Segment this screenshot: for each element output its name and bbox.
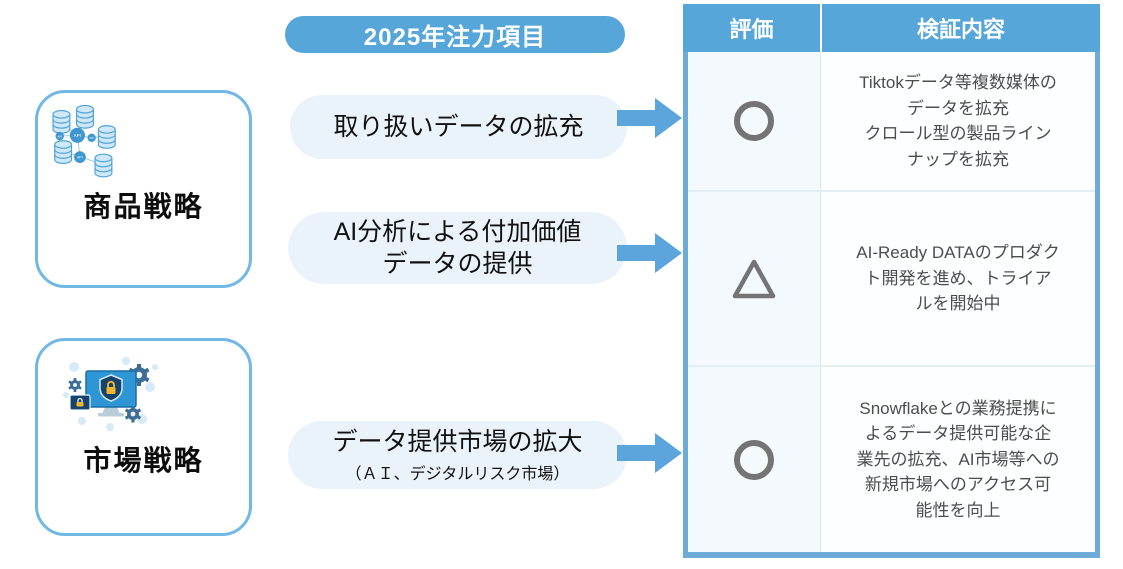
item-sublabel: （ＡＩ、デジタルリスク市場）: [345, 465, 570, 483]
right-arrow-icon: [617, 233, 682, 273]
table-row: Tiktokデータ等複数媒体の データを拡充 クロール型の製品ライン ナップを拡…: [688, 52, 1095, 190]
table-row: AI-Ready DATAのプロダク ト開発を進め、トライア ルを開始中: [688, 190, 1095, 365]
title-pill: 2025年注力項目: [285, 16, 625, 53]
circle-rating-icon: [734, 101, 774, 141]
evaluation-table: 評価 検証内容 Tiktokデータ等複数媒体の データを拡充 クロール型の製品ラ…: [683, 4, 1100, 558]
shield-lock-icon: [99, 374, 123, 402]
table-header-row: 評価 検証内容: [683, 4, 1100, 52]
rating-cell: [688, 52, 820, 190]
item-pill-market-expansion: データ提供市場の拡大 （ＡＩ、デジタルリスク市場）: [288, 421, 627, 489]
content-cell: AI-Ready DATAのプロダク ト開発を進め、トライア ルを開始中: [820, 192, 1095, 365]
item-pill-data-expansion: 取り扱いデータの拡充: [290, 95, 627, 159]
triangle-rating-icon: [732, 259, 776, 298]
rating-cell: [688, 192, 820, 365]
header-rating: 評価: [683, 4, 822, 52]
market-strategy-box: 市場戦略: [35, 338, 252, 536]
rating-cell: [688, 367, 820, 552]
svg-text:API: API: [89, 136, 94, 140]
content-cell: Tiktokデータ等複数媒体の データを拡充 クロール型の製品ライン ナップを拡…: [820, 52, 1095, 190]
title-pill-label: 2025年注力項目: [363, 24, 547, 51]
product-strategy-label: 商品戦略: [83, 191, 204, 222]
item-label: AI分析による付加価値 データの提供: [333, 217, 582, 279]
product-strategy-box: API API API API 商品戦略: [35, 90, 252, 288]
item-label: 取り扱いデータの拡充: [333, 112, 584, 141]
circle-rating-icon: [734, 439, 774, 480]
header-content: 検証内容: [916, 17, 1005, 42]
small-device-shape: [69, 394, 91, 411]
svg-text:API: API: [74, 133, 81, 138]
table-row: Snowflakeとの業務提携に よるデータ提供可能な企 業先の拡充、AI市場等…: [688, 365, 1095, 552]
item-pill-ai-analysis: AI分析による付加価値 データの提供: [288, 212, 627, 284]
svg-text:API: API: [77, 156, 83, 160]
table-body: Tiktokデータ等複数媒体の データを拡充 クロール型の製品ライン ナップを拡…: [683, 52, 1100, 558]
content-cell: Snowflakeとの業務提携に よるデータ提供可能な企 業先の拡充、AI市場等…: [820, 367, 1095, 552]
right-arrow-icon: [617, 433, 682, 473]
item-label: データ提供市場の拡大: [332, 428, 583, 457]
right-arrow-icon: [617, 98, 682, 138]
market-strategy-label: 市場戦略: [83, 445, 204, 476]
svg-text:API: API: [57, 134, 62, 138]
security-monitor-icon: [63, 357, 158, 431]
database-api-network-icon: API API API API: [52, 104, 116, 178]
